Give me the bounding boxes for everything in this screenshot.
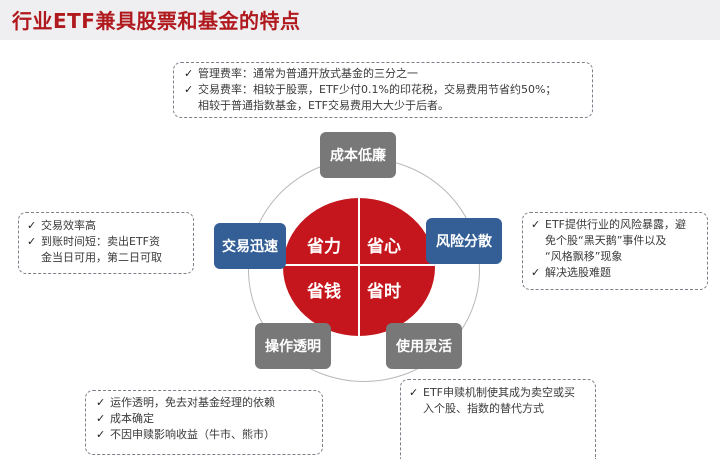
note-item: ✓ETF申赎机制使其成为卖空或买 <box>409 386 575 399</box>
note-item-continued: 免个股“黑天鹅”事件以及 <box>545 234 667 247</box>
note-fees: ✓管理费率：通常为普通开放式基金的三分之一 ✓交易费率：相较于股票，ETF少付0… <box>173 62 593 118</box>
check-icon: ✓ <box>96 412 106 425</box>
check-icon: ✓ <box>184 83 194 96</box>
note-item: ✓成本确定 <box>96 412 154 425</box>
note-item-continued: “风格飘移”现象 <box>545 250 623 263</box>
note-item-continued: 入个股、指数的替代方式 <box>423 402 544 415</box>
tag-flexible-use: 使用灵活 <box>386 323 462 369</box>
note-item: ✓运作透明，免去对基金经理的依赖 <box>96 396 275 409</box>
check-icon: ✓ <box>27 219 37 232</box>
check-icon: ✓ <box>184 67 194 80</box>
note-transparency: ✓运作透明，免去对基金经理的依赖 ✓成本确定 ✓不因申赎影响收益（牛市、熊市） <box>85 390 323 455</box>
note-item: ✓ETF提供行业的风险暴露，避 <box>531 218 686 231</box>
quadrant-save-money: 省钱 <box>307 282 341 302</box>
note-item: ✓管理费率：通常为普通开放式基金的三分之一 <box>184 67 418 80</box>
quadrant-save-time: 省时 <box>367 282 401 302</box>
note-risk-diversification: ✓ETF提供行业的风险暴露，避 免个股“黑天鹅”事件以及 “风格飘移”现象 ✓解… <box>522 212 708 290</box>
tag-low-cost: 成本低廉 <box>320 132 396 178</box>
divider-vertical <box>358 198 360 336</box>
note-item: ✓解决选股难题 <box>531 266 611 279</box>
title-bar: 行业ETF兼具股票和基金的特点 <box>0 0 720 40</box>
quadrant-save-effort: 省力 <box>307 237 341 257</box>
note-item: ✓交易效率高 <box>27 219 96 232</box>
note-item: ✓交易费率：相较于股票，ETF少付0.1%的印花税，交易费用节省约50%； <box>184 83 557 96</box>
tag-transparent-operation: 操作透明 <box>255 323 331 369</box>
check-icon: ✓ <box>96 396 106 409</box>
check-icon: ✓ <box>96 428 106 441</box>
note-item: ✓到账时间短：卖出ETF资 <box>27 235 160 248</box>
tag-risk-diversification: 风险分散 <box>426 218 502 264</box>
note-flexibility: ✓ETF申赎机制使其成为卖空或买 入个股、指数的替代方式 <box>400 379 596 459</box>
check-icon: ✓ <box>409 386 419 399</box>
note-item-continued: 金当日可用，第二日可取 <box>41 251 162 264</box>
note-item-continued: 相较于普通指数基金，ETF交易费用大大少于后者。 <box>198 99 449 112</box>
divider-horizontal <box>283 264 435 266</box>
page-title: 行业ETF兼具股票和基金的特点 <box>12 9 301 33</box>
check-icon: ✓ <box>531 266 541 279</box>
core-circle: 省力 省心 省钱 省时 <box>283 198 435 336</box>
tag-fast-trading: 交易迅速 <box>214 223 286 269</box>
check-icon: ✓ <box>27 235 37 248</box>
quadrant-save-worry: 省心 <box>367 237 401 257</box>
note-trading-speed: ✓交易效率高 ✓到账时间短：卖出ETF资 金当日可用，第二日可取 <box>18 212 194 274</box>
check-icon: ✓ <box>531 218 541 231</box>
note-item: ✓不因申赎影响收益（牛市、熊市） <box>96 428 275 441</box>
